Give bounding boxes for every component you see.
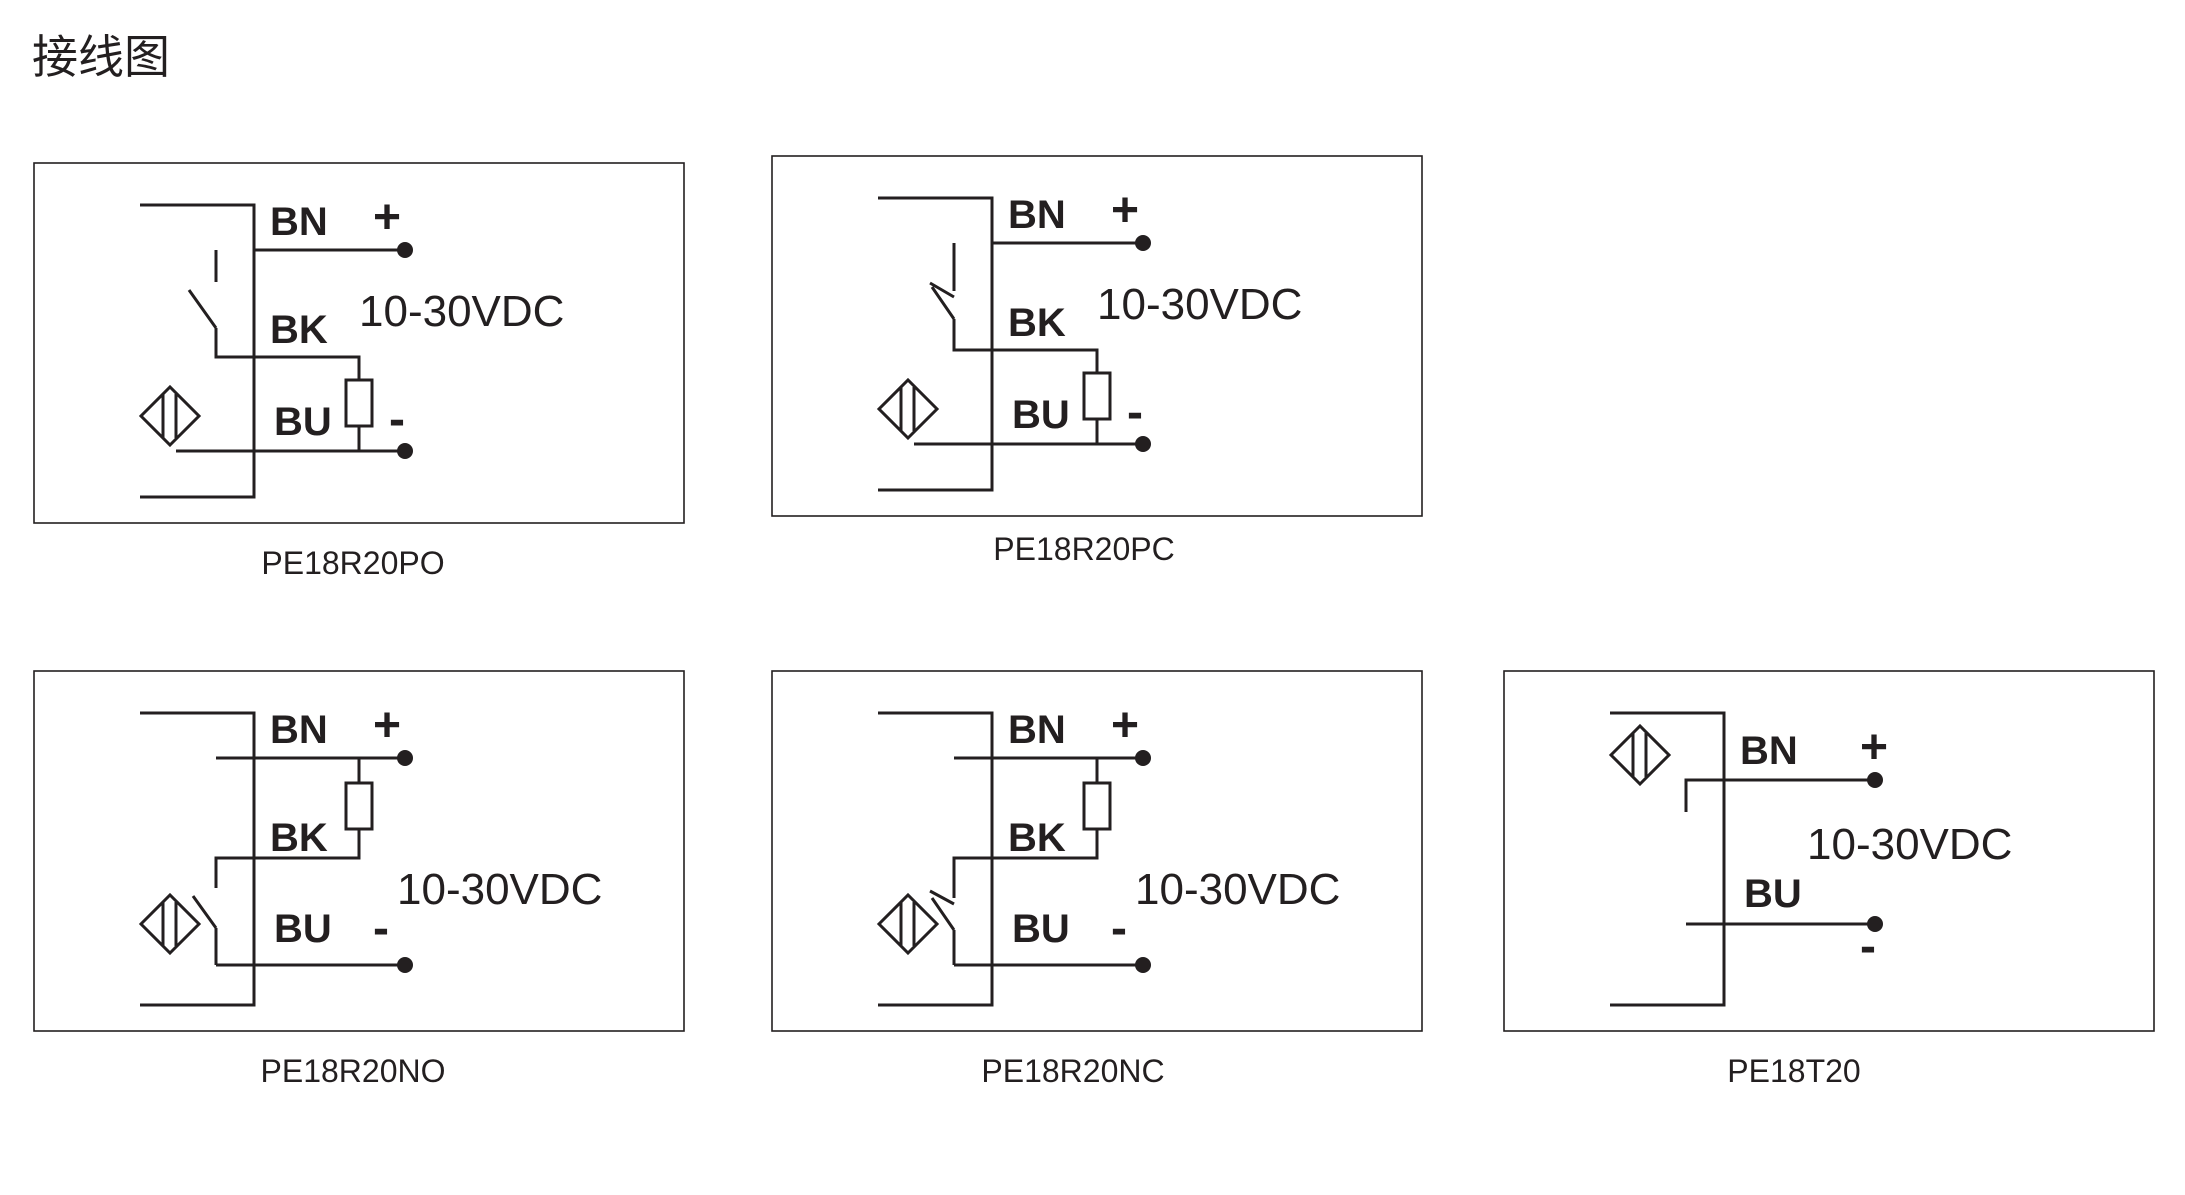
normally-open-switch [187,250,361,380]
wire-label-bn: BN [1740,729,1798,773]
negative-terminal [1135,436,1151,452]
diagram-frame [33,670,685,1032]
wire-label-bu: BU [274,400,332,444]
load-resistor [1082,781,1112,831]
negative-terminal [397,443,413,459]
minus-sign: - [1860,920,1876,973]
minus-sign: - [1111,902,1127,955]
positive-terminal [397,242,413,258]
wire-label-bu: BU [1012,393,1070,437]
wire-label-bk: BK [270,308,328,352]
minus-sign: - [1127,386,1143,439]
diagram-frame [771,155,1423,517]
model-label: PE18T20 [1727,1053,1860,1089]
wiring-diagram-pe18t20: BN BU + - 10-30VDC PE18T20 [1503,670,2155,1089]
negative-terminal [1867,916,1883,932]
wire-label-bn: BN [1008,193,1066,237]
wire-label-bk: BK [1008,301,1066,345]
minus-sign: - [389,393,405,446]
wire-label-bn: BN [270,200,328,244]
model-label: PE18R20NO [261,1053,446,1089]
plus-sign: + [1111,699,1139,752]
sensor-symbol-icon [138,892,202,956]
plus-sign: + [1111,184,1139,237]
wire-label-bu: BU [274,907,332,951]
load-resistor [344,781,374,831]
sensor-symbol-icon [876,892,940,956]
positive-terminal [1135,750,1151,766]
wire-label-bk: BK [270,816,328,860]
supply-voltage-label: 10-30VDC [397,865,602,914]
wiring-diagram-pe18r20po: BN BK BU + - 10-30VDC PE18R20PO [33,162,685,581]
wiring-diagram-pe18r20no: BN BK BU + - 10-30VDC PE18R20NO [33,670,685,1089]
wire-label-bu: BU [1744,872,1802,916]
supply-voltage-label: 10-30VDC [359,287,564,336]
minus-sign: - [373,902,389,955]
diagram-frame [771,670,1423,1032]
plus-sign: + [373,699,401,752]
supply-voltage-label: 10-30VDC [1135,865,1340,914]
supply-voltage-label: 10-30VDC [1807,820,2012,869]
wiring-diagram-pe18r20nc: BN BK BU + - 10-30VDC PE18R20NC [771,670,1423,1089]
positive-terminal [1867,772,1883,788]
model-label: PE18R20PO [261,545,444,581]
page-title: 接线图 [32,30,170,84]
sensor-symbol-icon [138,384,202,448]
negative-terminal [397,957,413,973]
sensor-housing-lines [1610,711,1726,1007]
sensor-housing-lines [140,203,256,499]
load-leads [214,758,361,888]
normally-closed-switch [929,243,1099,373]
model-label: PE18R20PC [993,531,1174,567]
plus-sign: + [373,191,401,244]
sensor-housing-lines [878,196,994,492]
brown-wire [1684,778,1875,812]
wire-label-bn: BN [1008,708,1066,752]
plus-sign: + [1860,721,1888,774]
sensor-symbol-icon [1608,723,1672,787]
positive-terminal [1135,235,1151,251]
wire-label-bu: BU [1012,907,1070,951]
sensor-symbol-icon [876,377,940,441]
model-label: PE18R20NC [981,1053,1164,1089]
load-resistor [344,378,374,428]
normally-open-switch [191,895,218,965]
load-leads [952,758,1099,898]
normally-closed-switch [929,889,956,965]
wire-label-bk: BK [1008,816,1066,860]
diagram-frame [1503,670,2155,1032]
supply-voltage-label: 10-30VDC [1097,280,1302,329]
wiring-diagram-pe18r20pc: BN BK BU + - 10-30VDC PE18R20PC [771,155,1423,567]
diagram-frame [33,162,685,524]
negative-terminal [1135,957,1151,973]
wire-label-bn: BN [270,708,328,752]
positive-terminal [397,750,413,766]
load-resistor [1082,371,1112,421]
